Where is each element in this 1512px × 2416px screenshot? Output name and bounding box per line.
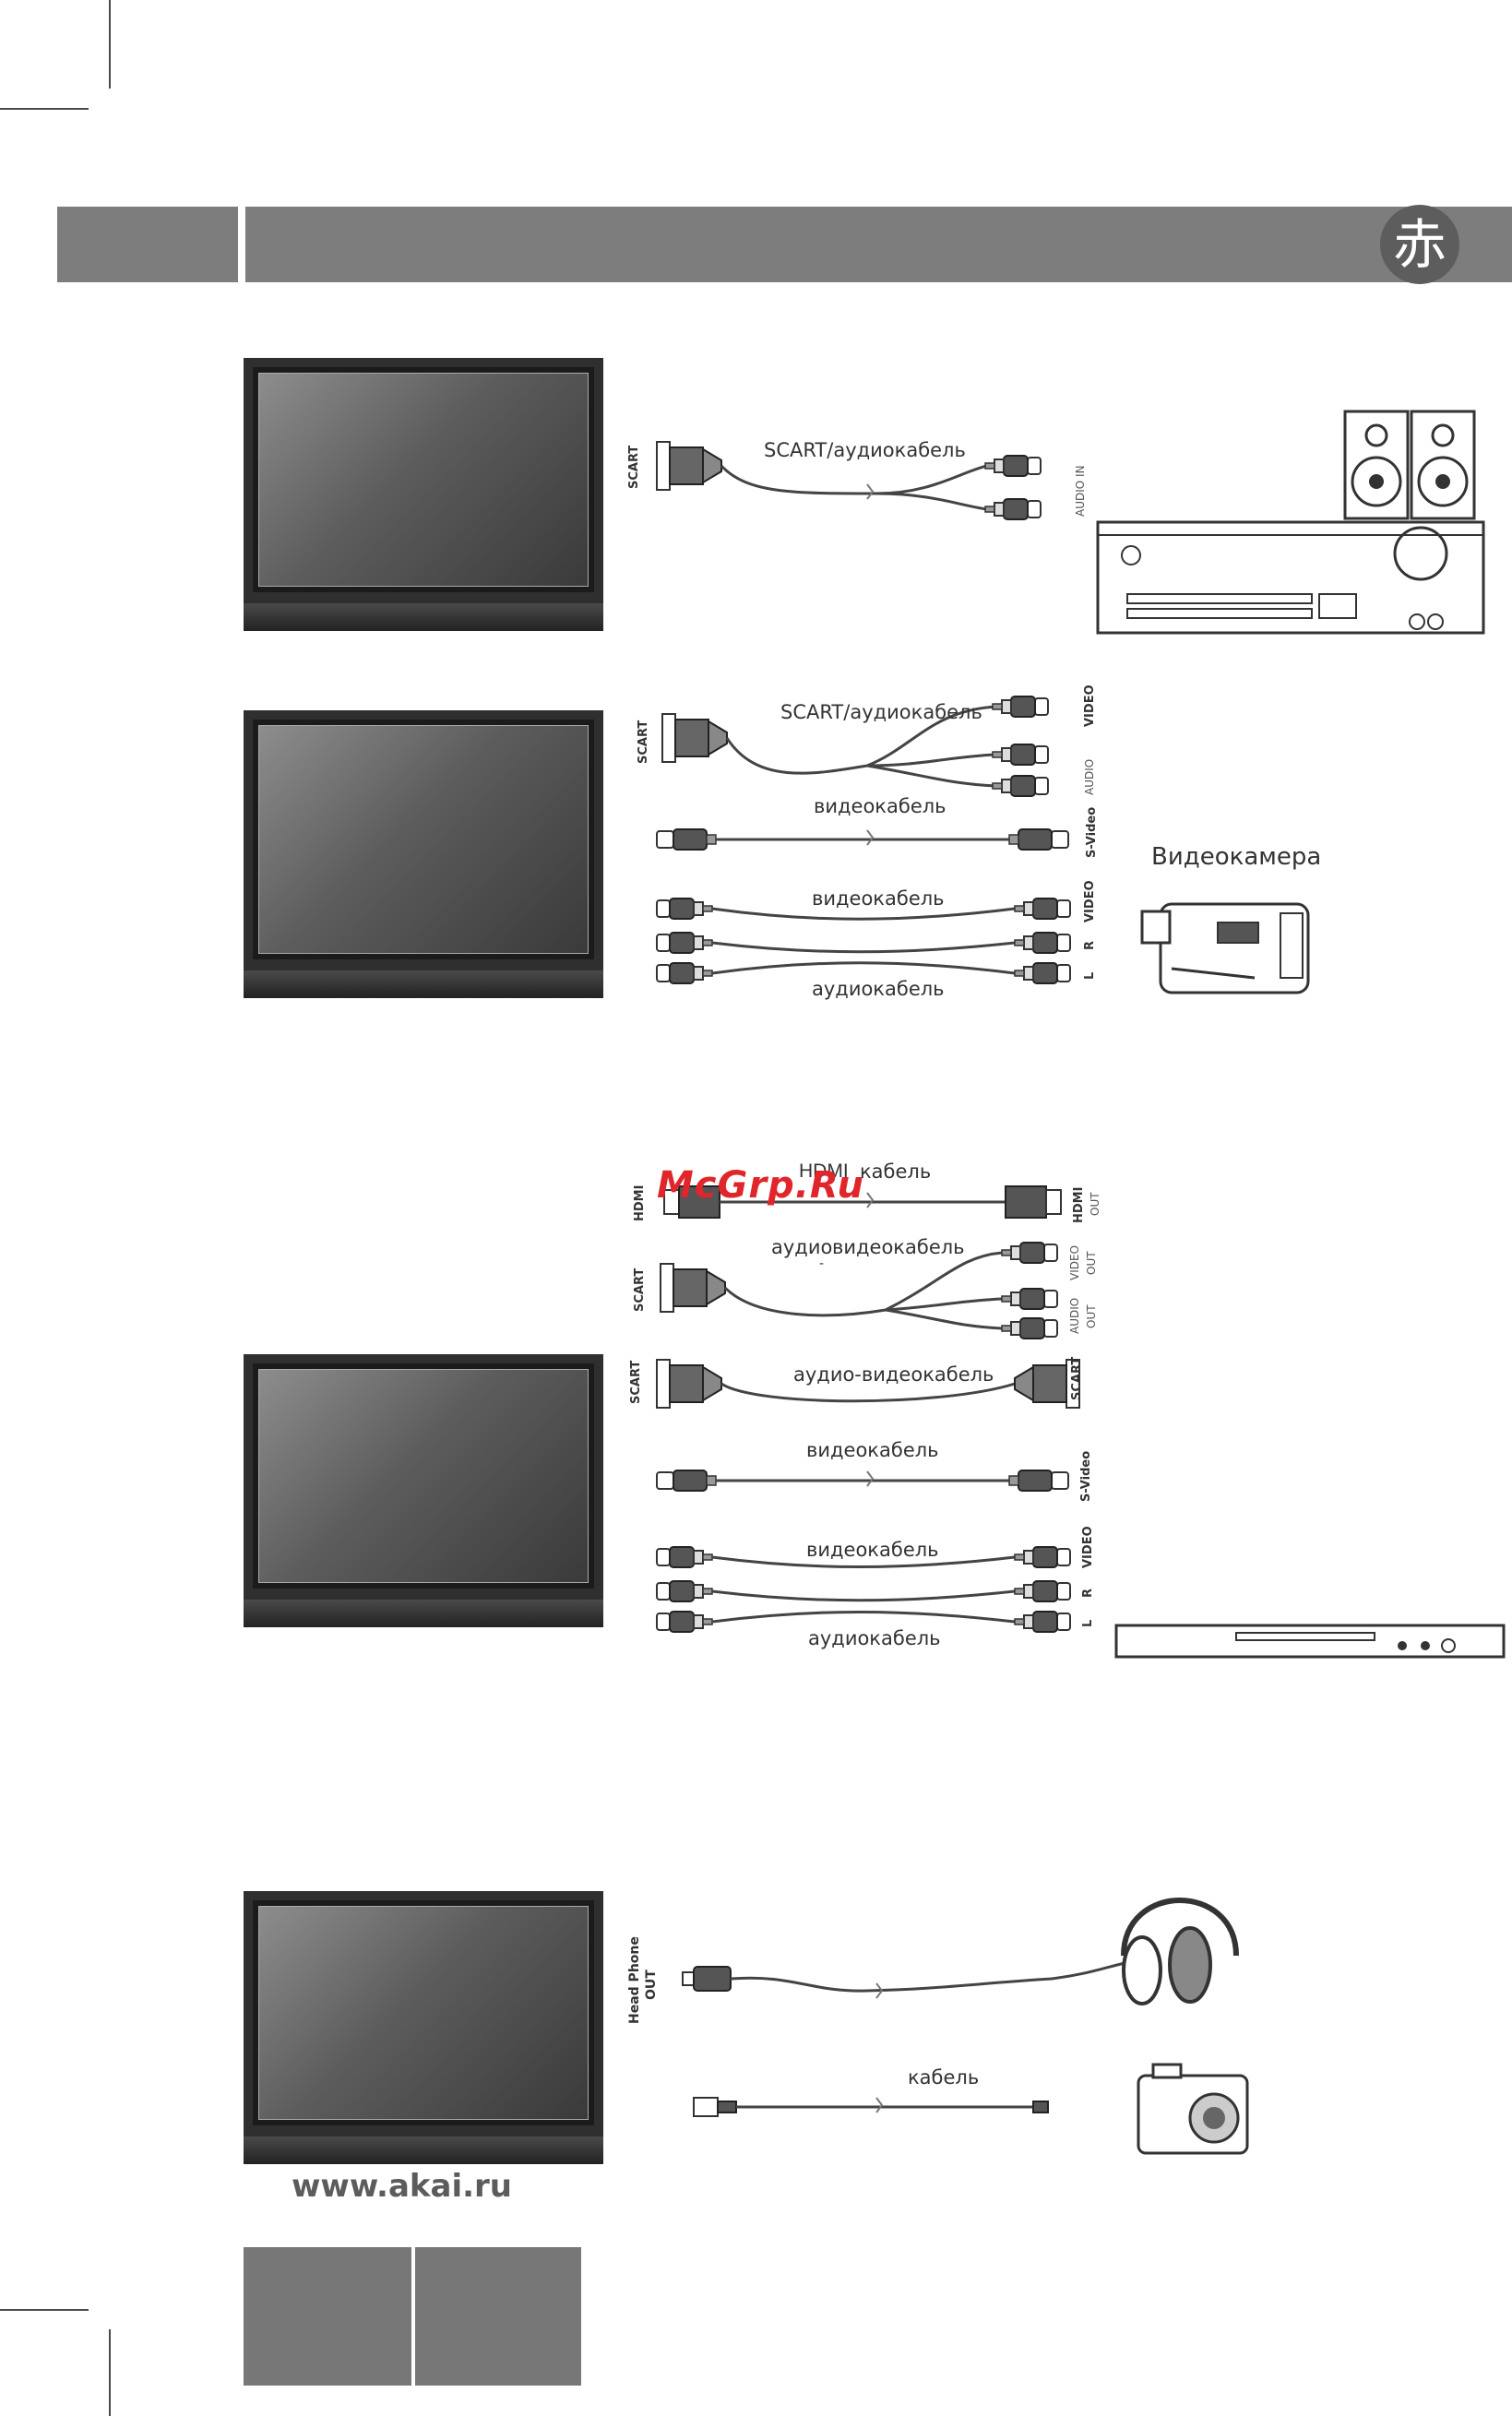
crop-mark-top-vertical (109, 0, 111, 89)
crop-mark-top-horizontal (0, 108, 89, 110)
dvd-hdmi-cable-label: кабель (860, 1160, 932, 1183)
dvd-player-icon (1114, 1624, 1506, 1659)
dvd-hdmi-word: HDMI (799, 1160, 849, 1182)
camcorder-port-video: VIDEO (1083, 880, 1097, 922)
dvd-av-dash: - (819, 1256, 825, 1271)
dvd-scart2-right: SCART (1070, 1356, 1084, 1400)
dvd-port-video: VIDEO (1081, 1526, 1095, 1568)
cable-break-marks (866, 483, 884, 2113)
dvd-hdmi-left-port: HDMI (633, 1184, 647, 1221)
tv-image-1 (244, 358, 603, 631)
header-bar-left (57, 207, 238, 282)
footer-url: www.akai.ru (292, 2168, 513, 2205)
camcorder-icon (1140, 902, 1310, 994)
crop-mark-bottom-horizontal (0, 2309, 89, 2311)
camcorder-svideo-cable-label: видеокабель (814, 795, 946, 817)
tv-image-3 (244, 1354, 603, 1627)
dvd-audio-out-a: AUDIO (1068, 1297, 1081, 1334)
camcorder-port-r: R (1083, 940, 1097, 950)
dvd-port-l: L (1081, 1619, 1095, 1627)
camcorder-audio-port: AUDIO (1083, 758, 1096, 795)
akai-logo-icon: 赤 (1380, 205, 1459, 284)
header-bar-main (245, 207, 1512, 282)
dvd-video-out-b: OUT (1085, 1251, 1098, 1275)
dvd-port-r: R (1081, 1588, 1095, 1598)
camera-icon (1137, 2063, 1249, 2155)
crop-mark-bottom-vertical (109, 2329, 111, 2416)
camcorder-composite-audio-label: аудиокабель (812, 978, 945, 1000)
dvd-composite-video-label: видеокабель (806, 1539, 939, 1561)
camcorder-composite-video-label: видеокабель (812, 887, 945, 910)
tv-image-4 (244, 1891, 603, 2164)
dvd-av-label-right: видеокабель (832, 1236, 965, 1258)
dvd-hdmi-right-sub: OUT (1089, 1192, 1101, 1216)
headphones-icon (1121, 1898, 1239, 2005)
section1-cables (656, 441, 1042, 520)
section2-cables (656, 696, 1071, 984)
dvd-composite-audio-label: аудиокабель (808, 1627, 941, 1649)
amplifier-cable-label: SCART/аудиокабель (764, 439, 966, 461)
dvd-svideo-label: видеокабель (806, 1439, 939, 1461)
usb-cable-label: кабель (908, 2066, 980, 2089)
footer-bar-left (244, 2247, 411, 2386)
dvd-video-out-a: VIDEO (1068, 1244, 1081, 1280)
section4-cables (682, 1961, 1126, 2117)
watermark-text: McGrp.Ru (657, 1164, 864, 1207)
camcorder-svideo-port: S-Video (1085, 806, 1099, 858)
dvd-av-label-left: аудио (771, 1236, 833, 1258)
amplifier-icon (1096, 410, 1485, 635)
tv-image-2 (244, 710, 603, 998)
headphone-port-line2: OUT (644, 1970, 659, 2000)
amplifier-audio-in-port: AUDIO IN (1074, 465, 1087, 517)
dvd-svideo-port: S-Video (1079, 1450, 1093, 1502)
headphone-port-line1: Head Phone (627, 1936, 642, 2024)
amplifier-scart-port: SCART (627, 445, 641, 489)
camcorder-video-port: VIDEO (1083, 684, 1097, 727)
camcorder-scart-port: SCART (637, 720, 650, 764)
dvd-scart2-left: SCART (629, 1360, 643, 1404)
camcorder-device-label: Видеокамера (1151, 843, 1322, 871)
footer-bar-right (415, 2247, 581, 2386)
section3-cables (656, 1185, 1080, 1633)
dvd-audio-out-b: OUT (1085, 1304, 1098, 1328)
dvd-hdmi-right-port: HDMI (1072, 1186, 1086, 1223)
dvd-scart-port: SCART (633, 1268, 647, 1312)
dvd-scart2-label: аудио-видеокабель (793, 1363, 994, 1386)
camcorder-scart-cable-label: SCART/аудиокабель (780, 701, 982, 723)
camcorder-port-l: L (1083, 971, 1097, 980)
